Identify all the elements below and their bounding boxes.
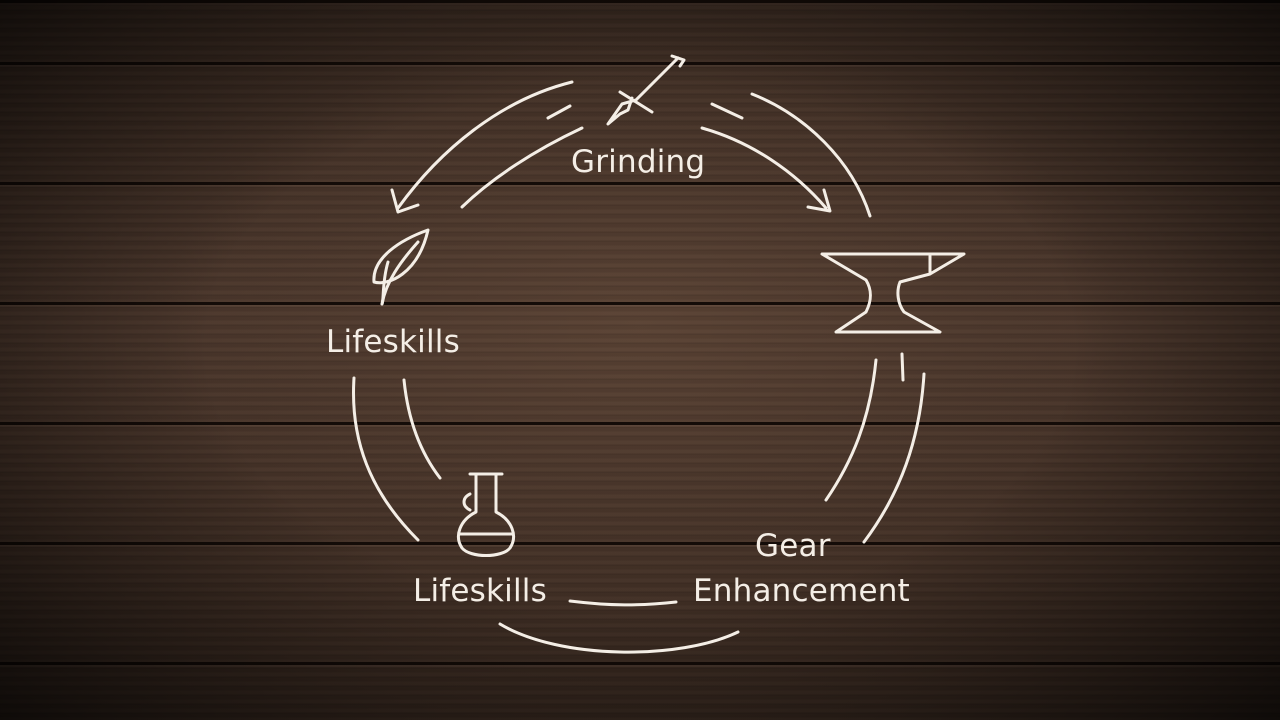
arc-right-inner — [824, 358, 878, 502]
arc-outer-right-top — [750, 92, 872, 218]
arc-bottom — [498, 622, 740, 654]
arc-left-inner — [402, 378, 442, 480]
arc-top-right-dash — [710, 102, 744, 120]
arc-left-outer — [352, 376, 420, 542]
arc-bottom-dash — [568, 599, 678, 607]
potion-flask-icon — [457, 472, 515, 557]
node-label-lifeskills-top: Lifeskills — [326, 324, 460, 360]
node-label-grinding: Grinding — [571, 144, 706, 180]
leaf-icon — [372, 228, 430, 306]
arrowhead-right — [806, 188, 832, 213]
arc-inner-left-top — [460, 126, 584, 209]
arrow-grinding-to-gear — [700, 126, 828, 210]
arc-right-outer — [862, 372, 926, 544]
anvil-icon — [820, 252, 966, 334]
node-label-lifeskills-bottom: Lifeskills — [413, 573, 547, 609]
node-label-gear: Gear — [755, 528, 831, 564]
node-label-enhancement: Enhancement — [693, 573, 910, 609]
arc-right-tick — [900, 352, 905, 382]
arc-top-left-dash — [546, 104, 572, 120]
arrow-grinding-to-lifeskills — [396, 80, 574, 210]
dagger-icon — [606, 54, 686, 126]
arrowhead-left — [390, 188, 420, 214]
